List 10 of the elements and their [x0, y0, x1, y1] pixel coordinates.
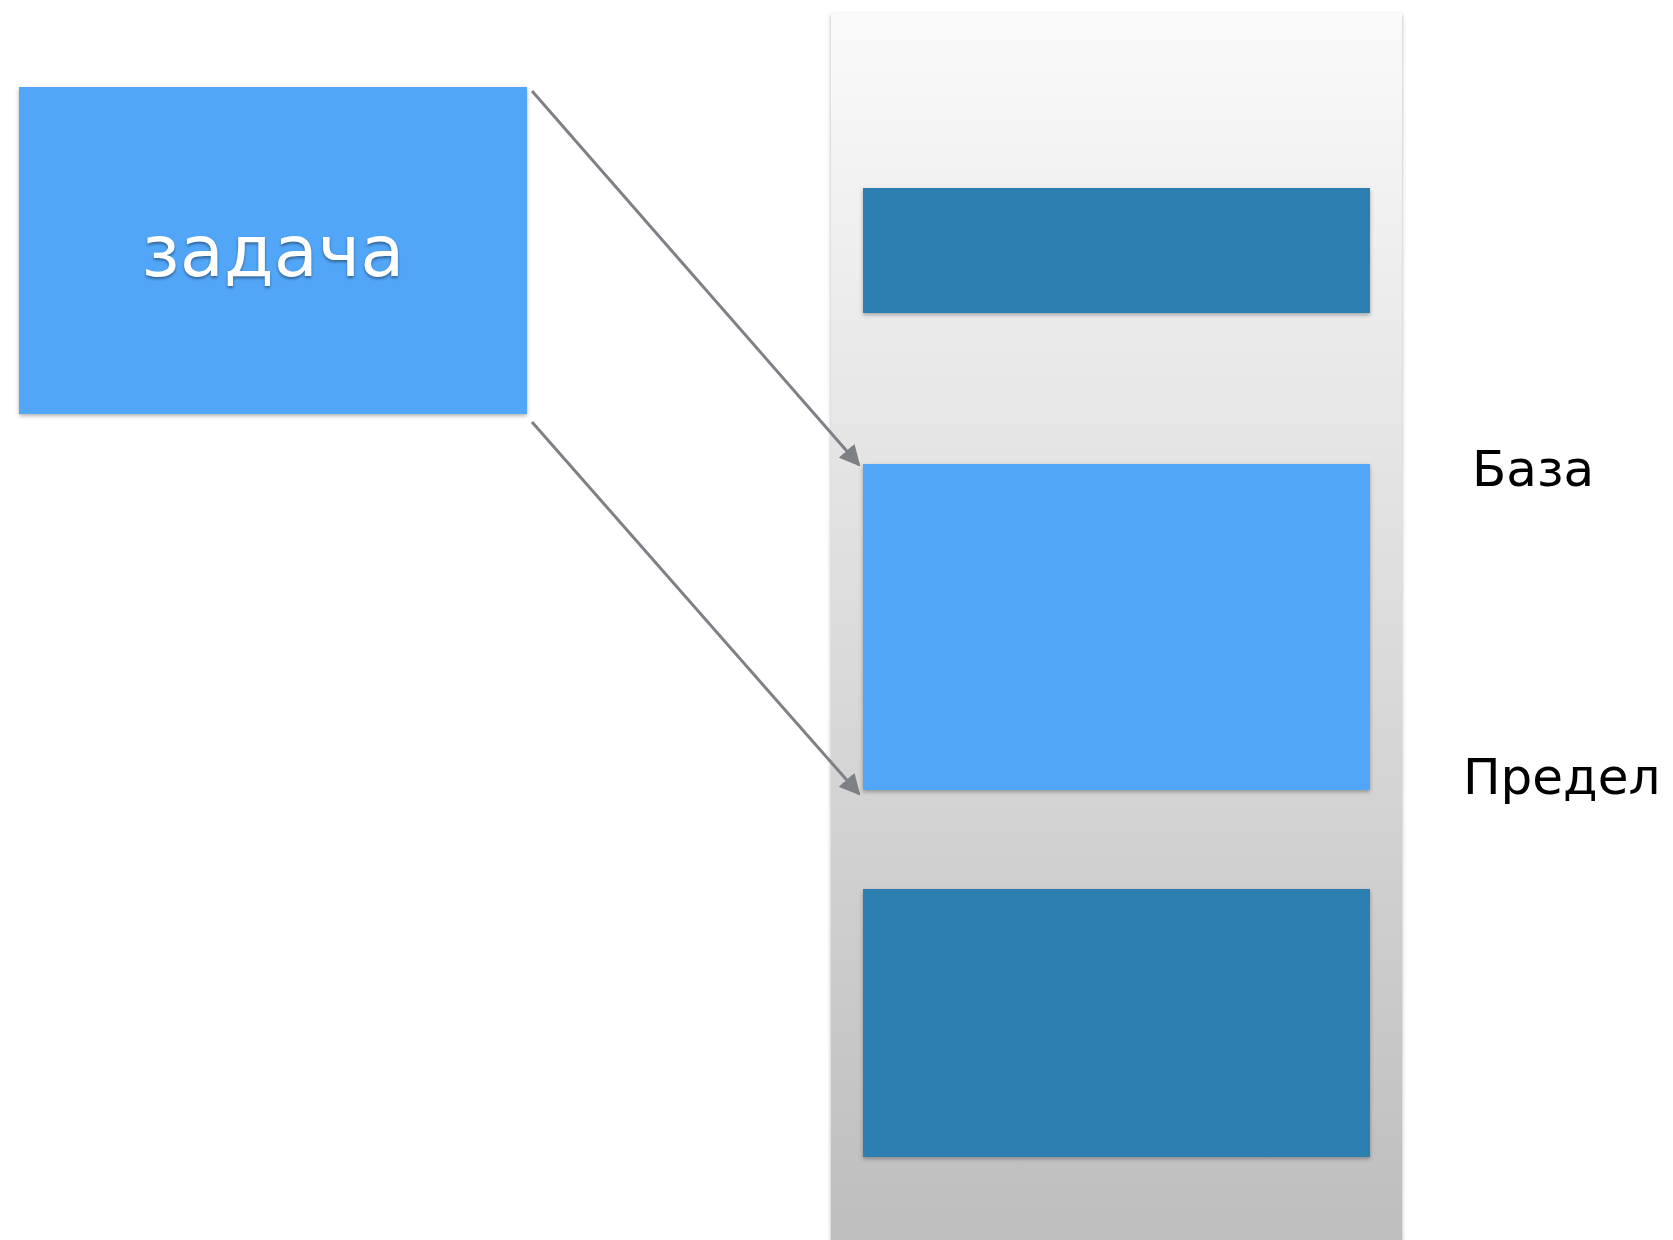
memory-column — [831, 13, 1402, 1240]
arrow — [530, 90, 861, 467]
pointer-label: База — [1472, 440, 1595, 498]
task-box — [19, 87, 527, 414]
memory-block — [863, 188, 1370, 313]
pointer-label: Предел — [1463, 748, 1661, 806]
memory-block — [863, 889, 1370, 1157]
memory-block — [863, 464, 1370, 790]
arrow — [530, 421, 861, 796]
task-label: задача — [141, 208, 405, 293]
